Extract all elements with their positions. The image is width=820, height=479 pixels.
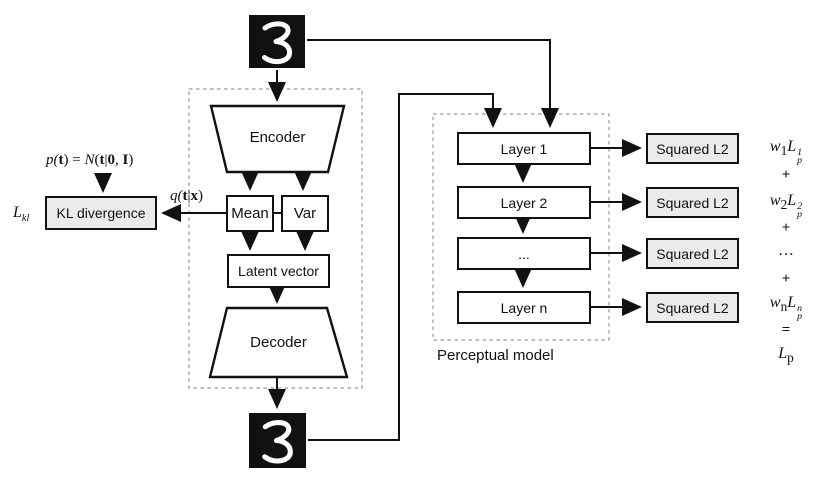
- latent-vector-box: Latent vector: [227, 254, 330, 288]
- equals-sign: =: [781, 322, 791, 338]
- squared-l2-box-4: Squared L2: [646, 292, 739, 323]
- plus-sign-1: +: [781, 167, 791, 183]
- squared-l2-box-2: Squared L2: [646, 187, 739, 218]
- kl-loss-symbol: Lkl: [13, 204, 30, 225]
- mean-box: Mean: [226, 195, 274, 232]
- decoder-label: Decoder: [250, 334, 307, 351]
- prior-distribution-label: p(t) = N(t|0, I): [46, 152, 134, 168]
- encoder-label: Encoder: [249, 129, 306, 146]
- plus-sign-3: +: [781, 271, 791, 287]
- mnist-reconstruction-image: [249, 413, 306, 468]
- squared-l2-box-1: Squared L2: [646, 133, 739, 164]
- plus-sign-2: +: [781, 220, 791, 236]
- encoder-trapezoid: [209, 104, 346, 174]
- digit-3-glyph: [262, 420, 293, 464]
- perceptual-model-title: Perceptual model: [437, 347, 554, 364]
- wire-input-to-layer1: [307, 39, 559, 128]
- perceptual-dashed-frame: [432, 113, 610, 341]
- perceptual-loss-total: Lp: [778, 345, 794, 366]
- loss-term-dots: …: [778, 242, 794, 259]
- posterior-distribution-label: q(t|x): [170, 188, 204, 204]
- mnist-input-image: [249, 15, 305, 68]
- digit-3-glyph: [262, 21, 293, 65]
- layer-n-box: Layer n: [457, 291, 591, 324]
- wire-output-to-layer1: [308, 93, 502, 441]
- layer-2-box: Layer 2: [457, 186, 591, 219]
- var-box: Var: [281, 195, 329, 232]
- layer-dots-box: ...: [457, 237, 591, 270]
- layer-1-box: Layer 1: [457, 132, 591, 165]
- squared-l2-box-3: Squared L2: [646, 238, 739, 269]
- kl-divergence-box: KL divergence: [45, 196, 157, 230]
- decoder-trapezoid: [208, 306, 349, 379]
